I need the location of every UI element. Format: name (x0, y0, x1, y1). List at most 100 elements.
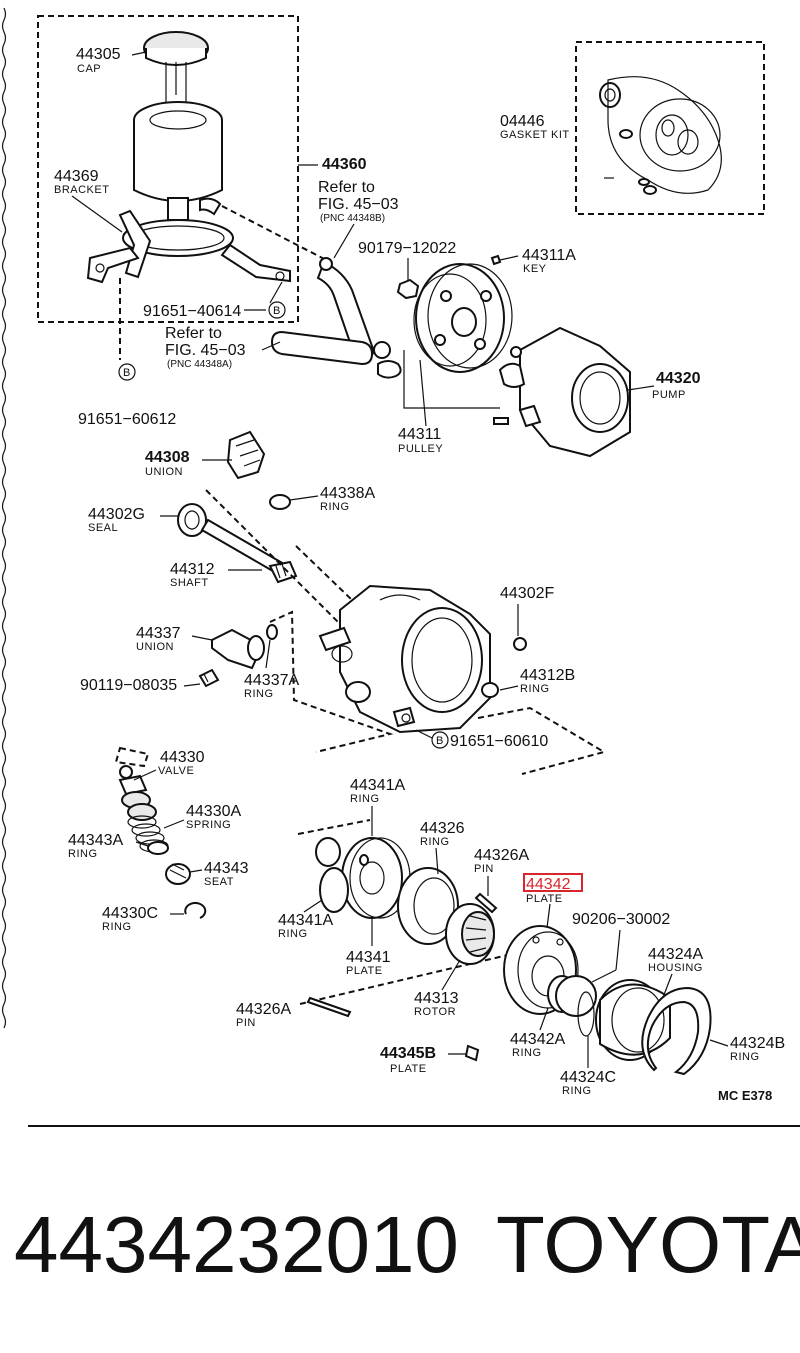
gasket-kit-parts (599, 76, 722, 195)
label-key-num: 44311A (522, 247, 576, 264)
label-plate-41-num: 44341 (346, 949, 391, 966)
label-key-name: KEY (523, 263, 547, 275)
label-pump-name: PUMP (652, 389, 686, 401)
seal-44302g (177, 503, 207, 537)
pump-assembly (493, 326, 631, 458)
label-ring-24c-name: RING (562, 1085, 592, 1097)
label-bracket-num: 44369 (54, 168, 99, 185)
label-union-top-num: 44308 (145, 449, 190, 466)
label-plate-highlight-name: PLATE (526, 893, 563, 905)
reservoir-group-box (37, 15, 299, 323)
bolt-90119 (198, 668, 220, 688)
label-ring-37a-num: 44337A (244, 672, 299, 689)
label-housing-name: HOUSING (648, 962, 703, 974)
callout-b-1: B (273, 305, 281, 317)
label-spring-num: 44330A (186, 803, 241, 820)
seat-44343 (165, 863, 191, 885)
label-ring-90206-num: 90206−30002 (572, 911, 670, 928)
label-ring-24b-name: RING (730, 1051, 760, 1063)
label-rotor-num: 44313 (414, 990, 459, 1007)
label-ring-24b-num: 44324B (730, 1035, 785, 1052)
label-refer-top-line2: FIG. 45−03 (318, 196, 399, 213)
label-housing-num: 44324A (648, 946, 703, 963)
pump-housing (318, 584, 491, 734)
label-plug-f-num: 44302F (500, 585, 554, 602)
reservoir-tank (133, 101, 223, 221)
label-valve-num: 44330 (160, 749, 205, 766)
plate-44345b-part (464, 1044, 480, 1062)
label-reservoir-num: 44360 (322, 156, 367, 173)
label-seat-name: SEAT (204, 876, 234, 888)
ring-44324b-part (641, 986, 712, 1076)
shaft-44312 (200, 518, 298, 584)
label-ring-42a-num: 44342A (510, 1031, 565, 1048)
gasket-kit-box (575, 41, 765, 215)
clamp-nut (396, 278, 420, 300)
label-ring-38a-name: RING (320, 501, 350, 513)
label-ring-24c-num: 44324C (560, 1069, 616, 1086)
label-refer-top-pnc: (PNC 44348B) (320, 213, 385, 224)
ring-44341a-top-part (315, 837, 341, 867)
pin-44326a-top-part (474, 892, 498, 914)
ring-44324c-part (577, 991, 595, 1037)
label-ring-30c-name: RING (102, 921, 132, 933)
label-ring-38a-num: 44338A (320, 485, 375, 502)
label-clamp-num: 90179−12022 (358, 240, 456, 257)
valve-44330 (118, 765, 157, 821)
label-bolt-90119-num: 90119−08035 (80, 677, 177, 694)
label-gasket-kit-name: GASKET KIT (500, 129, 570, 141)
pin-44326a-low-part (306, 996, 352, 1018)
label-plate-41-name: PLATE (346, 965, 383, 977)
ring-44341a-low-part (319, 867, 349, 913)
label-pulley-name: PULLEY (398, 443, 443, 455)
label-shaft-name: SHAFT (170, 577, 209, 589)
label-union-37-name: UNION (136, 641, 174, 653)
label-ring-12b-num: 44312B (520, 667, 575, 684)
label-ring-43a-num: 44343A (68, 832, 123, 849)
callout-b-3: B (436, 735, 444, 747)
ring-90206-part (555, 975, 597, 1017)
ring-44312b (481, 682, 499, 698)
label-ring-30c-num: 44330C (102, 905, 158, 922)
label-ring-41a-low-name: RING (278, 928, 308, 940)
rotor-44313-part (445, 903, 495, 965)
label-spring-name: SPRING (186, 819, 231, 831)
label-union-top-name: UNION (145, 466, 183, 478)
label-cap-name: CAP (77, 63, 101, 75)
label-refer-mid-line1: Refer to (165, 325, 222, 342)
callout-b-2: B (123, 367, 131, 379)
ring-44326-part (397, 867, 459, 945)
ring-44338a (269, 494, 291, 510)
label-pin-26a-top-num: 44326A (474, 847, 529, 864)
label-ring-26-num: 44326 (420, 820, 465, 837)
label-seal-name: SEAL (88, 522, 118, 534)
ring-44343a (147, 841, 169, 855)
highlight-box (523, 873, 583, 892)
label-pulley-num: 44311 (398, 426, 441, 443)
label-ring-41a-low-num: 44341A (278, 912, 333, 929)
union-44337 (211, 624, 278, 670)
pulley-part (413, 263, 513, 373)
label-ring-42a-name: RING (512, 1047, 542, 1059)
label-cap-num: 44305 (76, 46, 121, 63)
label-pin-26a-top-name: PIN (474, 863, 494, 875)
housing-44324a-part (595, 979, 671, 1061)
brand-name: TOYOTA (496, 1200, 800, 1289)
label-gasket-kit-num: 04446 (500, 113, 545, 130)
label-bolt-b1-num: 91651−40614 (143, 303, 241, 320)
label-pump-num: 44320 (656, 370, 701, 387)
label-seal-num: 44302G (88, 506, 145, 523)
label-bolt-b2-num: 91651−60612 (78, 411, 176, 428)
label-ring-37a-name: RING (244, 688, 274, 700)
label-bracket-name: BRACKET (54, 184, 109, 196)
hose-parts (270, 257, 402, 379)
ring-44330c (184, 901, 207, 919)
label-ring-12b-name: RING (520, 683, 550, 695)
label-plate-highlight-num: 44342 (526, 876, 571, 893)
label-ring-43a-name: RING (68, 848, 98, 860)
label-ring-26-name: RING (420, 836, 450, 848)
label-seat-num: 44343 (204, 860, 249, 877)
label-ring-41a-top-num: 44341A (350, 777, 405, 794)
label-rotor-name: ROTOR (414, 1006, 456, 1018)
label-refer-mid-pnc: (PNC 44348A) (167, 359, 232, 370)
